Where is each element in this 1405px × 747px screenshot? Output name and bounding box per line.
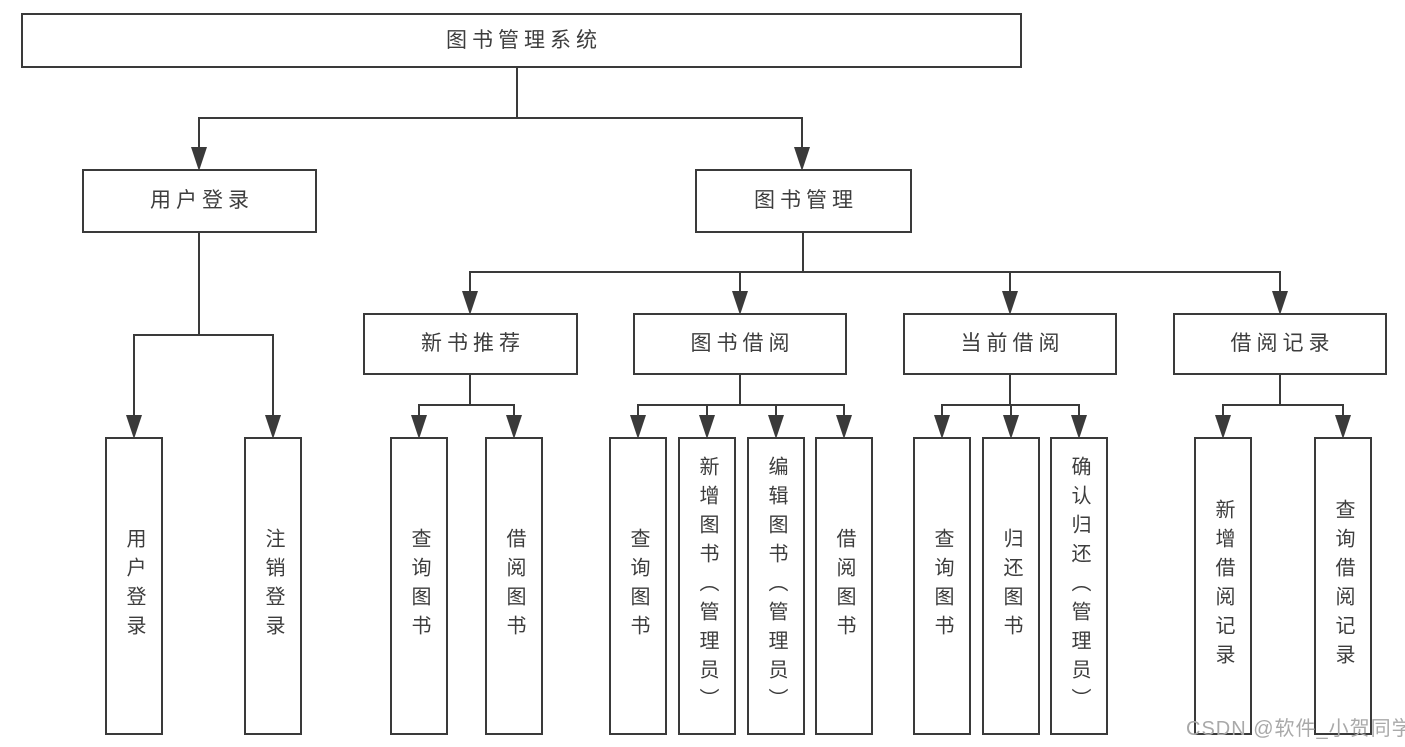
connector-bus: [133, 334, 274, 336]
connector-drop: [637, 405, 639, 417]
arrow-down-icon: [506, 415, 522, 439]
leaf-bb-query-books: 查询图书: [609, 437, 667, 735]
node-borrow-records: 借阅记录: [1173, 313, 1387, 375]
connector-drop: [1222, 405, 1224, 417]
connector-stem: [1279, 375, 1281, 405]
leaf-cb-confirm-return-admin: 确认归还（管理员）: [1050, 437, 1108, 735]
node-label: 借阅图书: [503, 528, 525, 644]
arrow-down-icon: [1002, 291, 1018, 315]
leaf-bb-borrow-books: 借阅图书: [815, 437, 873, 735]
arrow-down-icon: [934, 415, 950, 439]
leaf-cb-query-books: 查询图书: [913, 437, 971, 735]
node-label: 查询图书: [408, 528, 430, 644]
node-label: 查询借阅记录: [1332, 499, 1354, 673]
leaf-bb-edit-books-admin: 编辑图书（管理员）: [747, 437, 805, 735]
connector-stem: [198, 233, 200, 335]
arrow-down-icon: [411, 415, 427, 439]
arrow-down-icon: [699, 415, 715, 439]
node-label: 新书推荐: [421, 332, 525, 356]
connector-bus: [198, 117, 803, 119]
leaf-bb-add-books-admin: 新增图书（管理员）: [678, 437, 736, 735]
arrow-down-icon: [732, 291, 748, 315]
connector-bus: [1222, 404, 1344, 406]
node-book-borrow: 图书借阅: [633, 313, 847, 375]
arrow-down-icon: [1003, 415, 1019, 439]
node-book-management: 图书管理: [695, 169, 912, 233]
connector-drop: [843, 405, 845, 417]
connector-stem: [802, 233, 804, 272]
arrow-down-icon: [794, 147, 810, 171]
arrow-down-icon: [1071, 415, 1087, 439]
connector-stem: [516, 68, 518, 118]
node-label: 借阅记录: [1230, 332, 1335, 356]
connector-drop: [1342, 405, 1344, 417]
arrow-down-icon: [630, 415, 646, 439]
connector-drop: [272, 335, 274, 417]
connector-drop: [801, 118, 803, 149]
connector-drop: [1010, 405, 1012, 417]
node-label: 借阅图书: [833, 528, 855, 644]
connector-drop: [941, 405, 943, 417]
connector-drop: [418, 405, 420, 417]
node-current-borrow: 当前借阅: [903, 313, 1117, 375]
arrow-down-icon: [768, 415, 784, 439]
node-label: 确认归还（管理员）: [1068, 455, 1090, 717]
node-label: 图书借阅: [690, 332, 795, 356]
node-label: 用户登录: [123, 528, 145, 644]
connector-drop: [133, 335, 135, 417]
node-label: 编辑图书（管理员）: [765, 455, 787, 717]
connector-drop: [1279, 272, 1281, 293]
connector-drop: [198, 118, 200, 149]
leaf-br-query-record: 查询借阅记录: [1314, 437, 1372, 735]
leaf-nb-borrow-books: 借阅图书: [485, 437, 543, 735]
connector-bus: [637, 404, 845, 406]
arrow-down-icon: [1272, 291, 1288, 315]
node-label: 查询图书: [627, 528, 649, 644]
node-system-root: 图书管理系统: [21, 13, 1022, 68]
connector-stem: [469, 375, 471, 405]
connector-bus: [469, 271, 1281, 273]
arrow-down-icon: [1335, 415, 1351, 439]
node-label: 注销登录: [262, 528, 284, 644]
node-label: 当前借阅: [960, 332, 1065, 356]
node-label: 图书管理: [754, 189, 858, 213]
node-label: 图书管理系统: [446, 28, 602, 52]
connector-drop: [1009, 272, 1011, 293]
connector-drop: [513, 405, 515, 417]
arrow-down-icon: [191, 147, 207, 171]
connector-drop: [469, 272, 471, 293]
arrow-down-icon: [462, 291, 478, 315]
leaf-nb-query-books: 查询图书: [390, 437, 448, 735]
leaf-cb-return-books: 归还图书: [982, 437, 1040, 735]
node-label: 归还图书: [1000, 528, 1022, 644]
connector-bus: [418, 404, 515, 406]
node-label: 新增借阅记录: [1212, 499, 1234, 673]
arrow-down-icon: [836, 415, 852, 439]
node-label: 查询图书: [931, 528, 953, 644]
connector-drop: [775, 405, 777, 417]
node-user-login: 用户登录: [82, 169, 317, 233]
node-new-book-recommend: 新书推荐: [363, 313, 578, 375]
connector-stem: [739, 375, 741, 405]
csdn-watermark: CSDN @软件_小贺同学: [1186, 718, 1405, 740]
connector-stem: [1009, 375, 1011, 405]
node-label: 用户登录: [150, 189, 254, 213]
arrow-down-icon: [1215, 415, 1231, 439]
leaf-br-add-record: 新增借阅记录: [1194, 437, 1252, 735]
node-label: 新增图书（管理员）: [696, 455, 718, 717]
connector-drop: [739, 272, 741, 293]
arrow-down-icon: [265, 415, 281, 439]
connector-drop: [706, 405, 708, 417]
arrow-down-icon: [126, 415, 142, 439]
leaf-logout-login: 注销登录: [244, 437, 302, 735]
leaf-user-login: 用户登录: [105, 437, 163, 735]
connector-drop: [1078, 405, 1080, 417]
